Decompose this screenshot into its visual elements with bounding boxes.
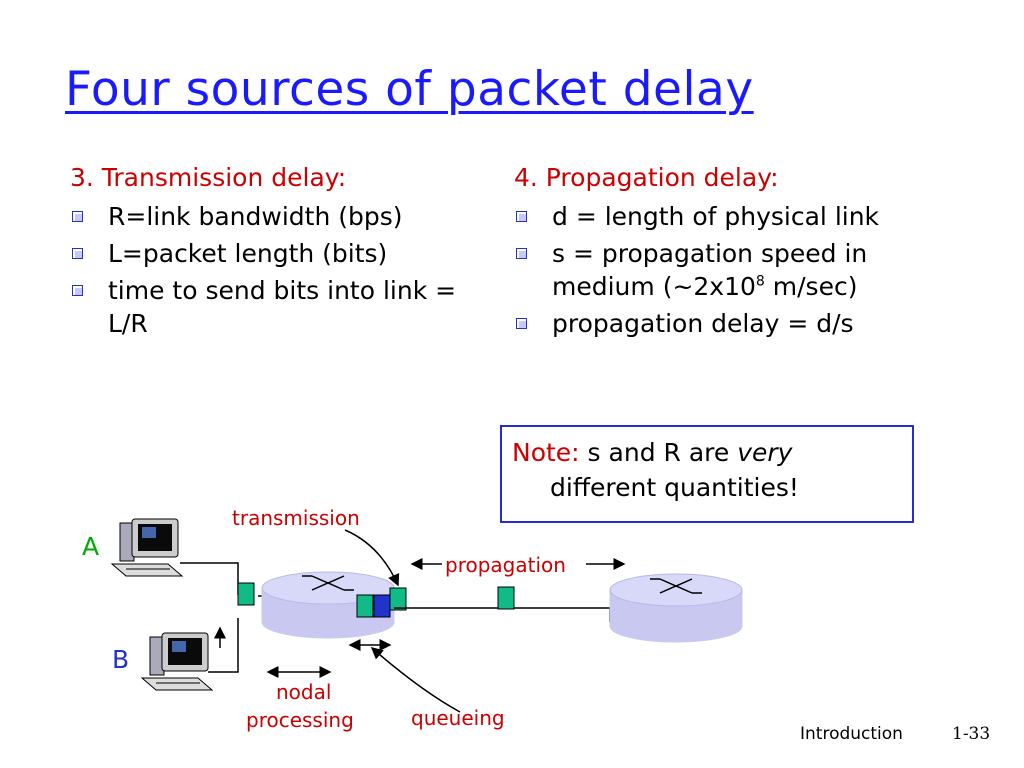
host-a-label: A (82, 532, 100, 561)
transmitting-packet (389, 587, 407, 611)
packet-arriving (237, 582, 255, 606)
queued-packet-2 (373, 594, 391, 618)
bullet-propagation-speed: s = propagation speed in medium (~2x108 … (514, 237, 952, 303)
propagating-packet (497, 586, 515, 610)
queueing-label: queueing (411, 706, 505, 730)
bullet-propagation-delay-formula: propagation delay = d/s (514, 307, 994, 340)
propagation-delay-heading: 4. Propagation delay: (514, 163, 779, 192)
bullet-square-icon (516, 211, 527, 223)
slide-title: Four sources of packet delay (65, 62, 754, 117)
bullet-square-icon (72, 285, 83, 297)
bullet-link-bandwidth: R=link bandwidth (bps) (70, 200, 490, 233)
note-label: Note: (512, 438, 580, 467)
host-b-label: B (112, 645, 130, 674)
bullet-packet-length: L=packet length (bits) (70, 237, 490, 270)
bullet-square-icon (516, 318, 527, 330)
router-1-icon (261, 571, 395, 639)
bullet-square-icon (72, 211, 83, 223)
note-continuation: different quantities! (550, 473, 799, 502)
processing-label: processing (246, 708, 354, 732)
router-2-icon (609, 573, 743, 643)
transmission-delay-section: 3. Transmission delay: R=link bandwidth … (70, 160, 490, 344)
transmission-label: transmission (232, 506, 360, 530)
note-emphasis: very (737, 438, 793, 467)
bullet-square-icon (516, 248, 527, 260)
propagation-delay-section: 4. Propagation delay: d = length of phys… (514, 160, 994, 344)
host-b-computer-icon (140, 632, 214, 691)
link-a (180, 562, 239, 595)
bullet-physical-link-length: d = length of physical link (514, 200, 994, 233)
link-b (208, 618, 239, 673)
queued-packet-1 (356, 594, 374, 618)
bullet-square-icon (72, 248, 83, 260)
queueing-pointer (370, 647, 461, 713)
transmission-pointer (344, 529, 400, 587)
nodal-label: nodal (276, 680, 332, 704)
propagation-label: propagation (445, 553, 566, 577)
host-a-computer-icon (110, 518, 184, 577)
footer-page-number: 1-33 (952, 724, 991, 744)
note-box: Note: s and R are very different quantit… (500, 425, 914, 523)
bullet-time-to-send: time to send bits into link = L/R (70, 274, 468, 340)
transmission-delay-heading: 3. Transmission delay: (70, 163, 347, 192)
footer-section: Introduction (800, 724, 903, 744)
